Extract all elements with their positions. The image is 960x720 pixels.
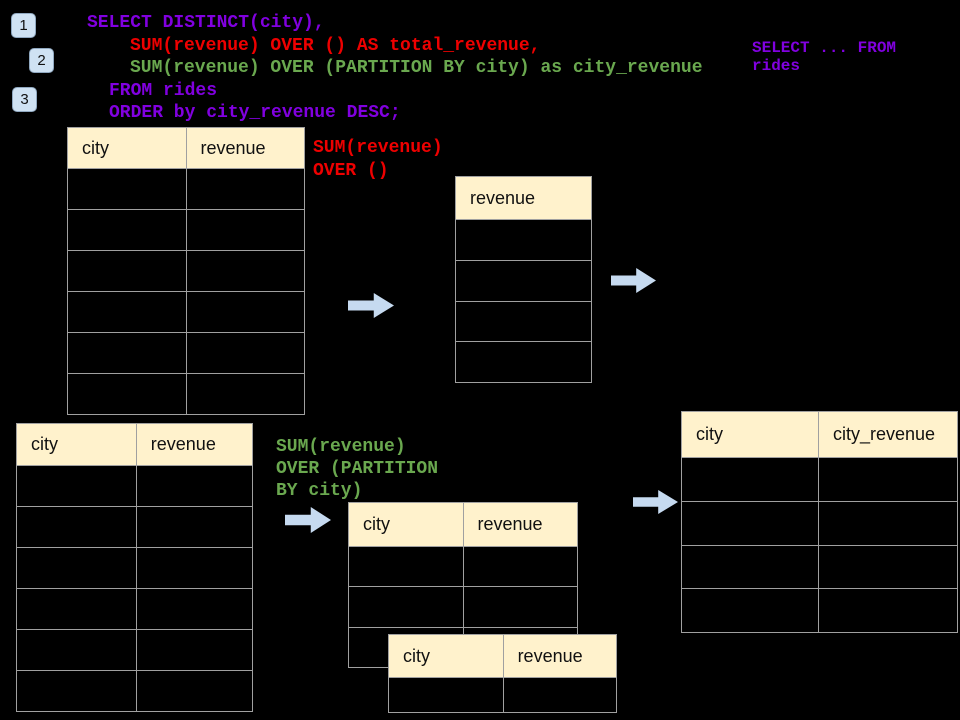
table-header-cell: city [349, 503, 463, 546]
sql-line-order: ORDER by city_revenue DESC; [109, 103, 401, 123]
empty-table-cell [456, 301, 591, 342]
sql-line-select: SELECT DISTINCT(city), [87, 13, 325, 33]
empty-table-cell [17, 671, 136, 711]
side-note-line-2: rides [752, 57, 801, 75]
empty-table-cell [819, 589, 957, 632]
empty-table-cell [68, 292, 186, 332]
empty-table-cell [17, 630, 136, 670]
empty-table-cell [389, 678, 503, 712]
table-header-cell: revenue [456, 177, 591, 219]
empty-table-cell [819, 458, 957, 501]
table-rides-bottom: city revenue [16, 423, 253, 712]
table-header-cell: revenue [186, 128, 304, 168]
sql-line-partition: SUM(revenue) OVER (PARTITION BY city) as… [130, 58, 703, 78]
empty-table-cell [17, 466, 136, 506]
empty-table-cell [463, 547, 577, 587]
empty-table-cell [456, 342, 591, 382]
empty-table-cell [819, 501, 957, 545]
empty-table-cell [186, 374, 304, 414]
flow-arrow-right-icon [348, 293, 394, 318]
table-header-cell: city_revenue [819, 412, 957, 457]
partition-label-line-2: OVER (PARTITION [276, 459, 439, 479]
empty-table-cell [349, 547, 463, 587]
table-header-cell: city [682, 412, 818, 457]
sql-line-from: FROM rides [109, 81, 218, 101]
empty-table-cell [17, 548, 136, 588]
step-badge-2: 2 [29, 48, 54, 73]
empty-table-cell [456, 260, 591, 301]
sql-line-total: SUM(revenue) OVER () AS total_revenue, [130, 36, 541, 56]
empty-table-cell [819, 545, 957, 589]
empty-table-cell [136, 630, 252, 670]
empty-table-cell [17, 589, 136, 629]
table-partition-group-a: city revenue [348, 502, 578, 668]
table-header-cell: city [68, 128, 186, 168]
empty-table-cell [682, 589, 818, 632]
table-header-cell: revenue [503, 635, 616, 677]
total-label-line-1: SUM(revenue) [313, 138, 443, 158]
empty-table-cell [17, 507, 136, 547]
empty-table-cell [682, 458, 818, 501]
empty-table-cell [136, 507, 252, 547]
table-header-cell: revenue [136, 424, 252, 465]
flow-arrow-right-icon [611, 268, 656, 293]
empty-table-cell [186, 169, 304, 209]
flow-arrow-right-icon [633, 490, 678, 514]
empty-table-cell [456, 220, 591, 260]
empty-table-cell [136, 671, 252, 711]
total-label-line-2: OVER () [313, 161, 389, 181]
table-rides-top: city revenue [67, 127, 305, 415]
table-header-cell: city [17, 424, 136, 465]
empty-table-cell [186, 292, 304, 332]
table-header-cell: city [389, 635, 503, 677]
step-badge-1: 1 [11, 13, 36, 38]
empty-table-cell [186, 333, 304, 373]
empty-table-cell [136, 548, 252, 588]
empty-table-cell [68, 210, 186, 250]
table-city-revenue-result: city city_revenue [681, 411, 958, 633]
side-note-line-1: SELECT ... FROM [752, 39, 897, 57]
table-total-revenue-result: revenue [455, 176, 592, 383]
step-badge-3: 3 [12, 87, 37, 112]
empty-table-cell [682, 545, 818, 589]
empty-table-cell [68, 169, 186, 209]
flow-arrow-right-icon [285, 507, 331, 533]
empty-table-cell [68, 333, 186, 373]
empty-table-cell [186, 210, 304, 250]
empty-table-cell [136, 466, 252, 506]
table-partition-group-b: city revenue [388, 634, 617, 713]
empty-table-cell [682, 501, 818, 545]
empty-table-cell [463, 587, 577, 627]
table-header-cell: revenue [463, 503, 577, 546]
empty-table-cell [349, 587, 463, 627]
empty-table-cell [136, 589, 252, 629]
empty-table-cell [68, 374, 186, 414]
empty-table-cell [186, 251, 304, 291]
partition-label-line-3: BY city) [276, 481, 363, 501]
empty-table-cell [68, 251, 186, 291]
partition-label-line-1: SUM(revenue) [276, 437, 406, 457]
empty-table-cell [503, 678, 616, 712]
